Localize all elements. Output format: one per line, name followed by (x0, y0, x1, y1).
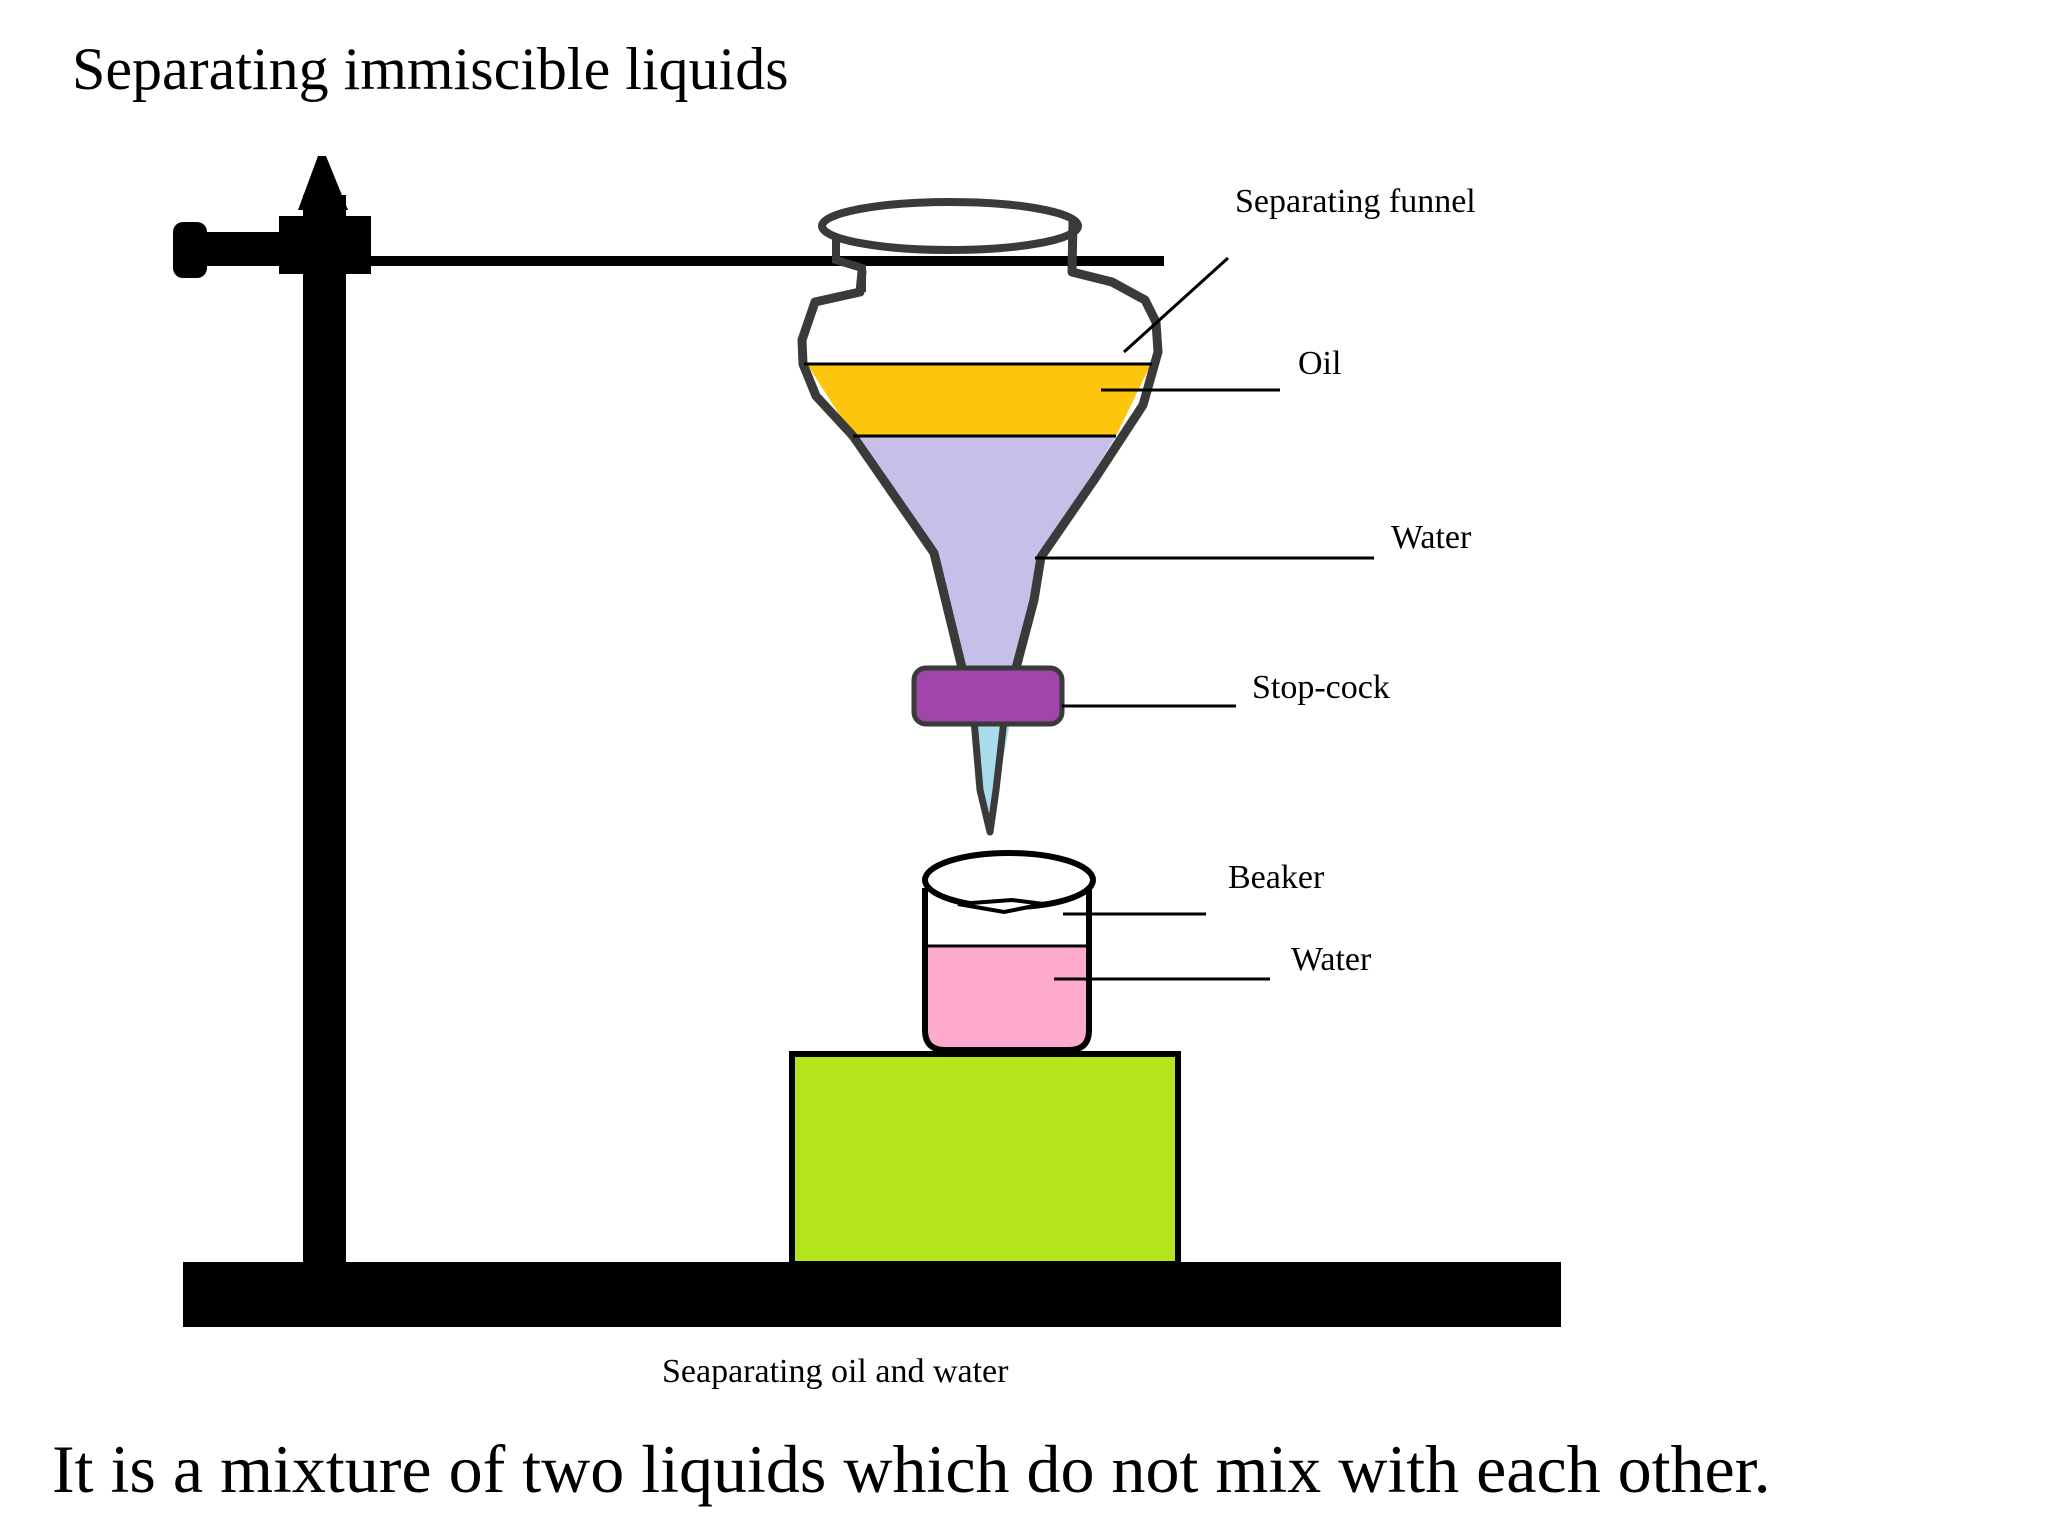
stopcock-tap (911, 665, 1065, 727)
clamp-screw (173, 222, 207, 278)
funnel-neck-left (832, 236, 866, 292)
label-stop-cock: Stop-cock (1252, 669, 1390, 706)
stem-outline (970, 716, 1008, 836)
funnel-water-layer (853, 436, 1116, 670)
clamp-block (279, 216, 371, 274)
stand-rod (303, 195, 346, 1265)
page-title: Separating immiscible liquids (72, 36, 789, 102)
label-separating-funnel: Separating funnel (1235, 183, 1476, 220)
label-beaker: Beaker (1228, 859, 1325, 896)
clamp-arm (368, 256, 1164, 266)
oil-layer (807, 364, 1151, 436)
label-water-funnel: Water (1391, 519, 1472, 556)
clamp-boss (203, 232, 280, 266)
support-block (789, 1051, 1181, 1267)
label-oil: Oil (1298, 345, 1342, 382)
funnel-stopper (818, 198, 1082, 254)
funnel-outline (797, 217, 1163, 677)
beaker-water (925, 946, 1089, 1050)
pointer-separating-funnel (1122, 256, 1230, 354)
diagram-caption: Seaparating oil and water (662, 1353, 1009, 1390)
stand-base (183, 1262, 1561, 1327)
beaker-spout (957, 897, 1045, 915)
stand-rod-tip (298, 156, 348, 210)
beaker-body (922, 888, 1092, 1053)
definition-statement: It is a mixture of two liquids which do … (52, 1431, 1771, 1507)
label-water-beaker: Water (1291, 941, 1372, 978)
